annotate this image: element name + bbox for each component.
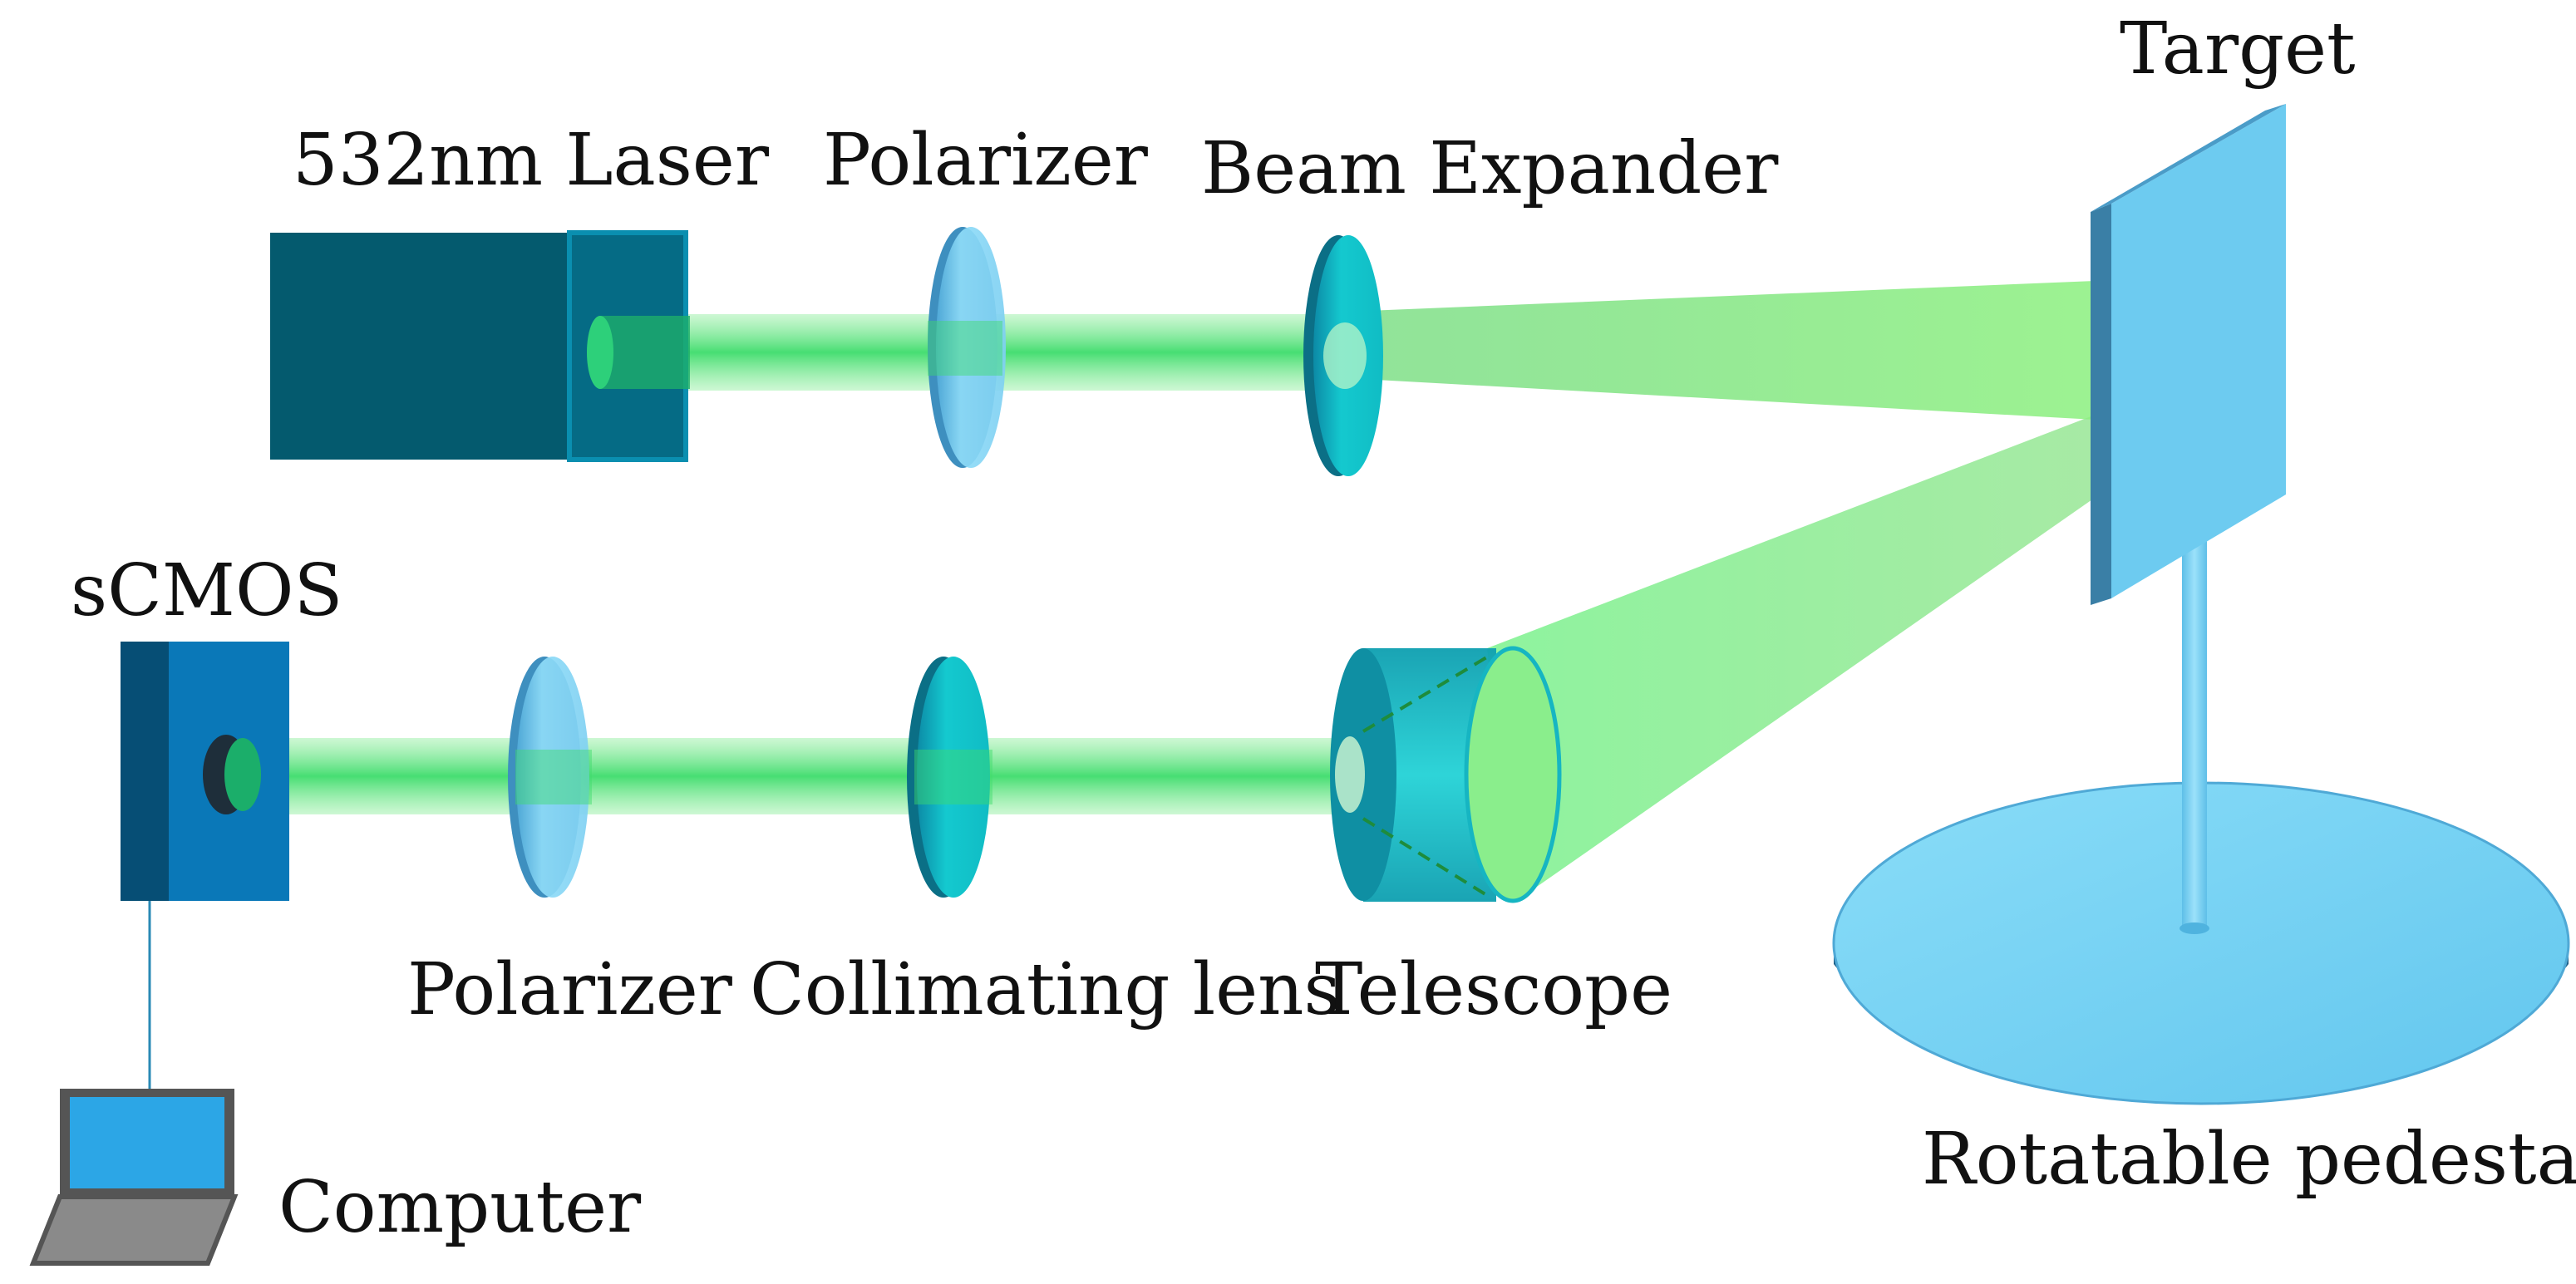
- label-532nm-laser: 532nm Laser: [293, 119, 769, 202]
- polarizer-bottom: [508, 657, 592, 898]
- label-beam-expander: Beam Expander: [1201, 127, 1779, 210]
- laptop-screen: [70, 1097, 224, 1188]
- target-post: [2182, 499, 2207, 931]
- target-top: [2091, 104, 2286, 212]
- collimating-lens: [907, 657, 992, 898]
- target-face: [2111, 104, 2286, 598]
- label-computer: Computer: [278, 1166, 642, 1249]
- label-collimating-lens: Collimating lens: [750, 948, 1341, 1031]
- label-telescope: Telescope: [1315, 948, 1672, 1031]
- laser-aperture-end: [587, 316, 613, 389]
- target-plate: [2091, 104, 2286, 605]
- polarizer-top: [928, 227, 1006, 468]
- return-beam-cone: [1487, 416, 2111, 902]
- telescope-front: [1464, 646, 1562, 903]
- laser-body: [270, 233, 569, 460]
- label-rotatable-pedestal: Rotatable pedestal: [1922, 1118, 2576, 1201]
- label-target: Target: [2120, 7, 2356, 91]
- laser-532nm: [270, 230, 690, 462]
- label-polarizer-bottom: Polarizer: [407, 948, 732, 1031]
- detection-beam: [241, 738, 1380, 814]
- target-edge: [2091, 204, 2111, 605]
- laptop-base: [29, 1194, 239, 1266]
- laser-aperture: [598, 316, 690, 389]
- expanded-beam: [1347, 281, 2095, 420]
- label-scmos: sCMOS: [71, 549, 343, 632]
- label-polarizer-top: Polarizer: [823, 119, 1148, 202]
- beam-expander-lens: [1303, 235, 1383, 476]
- laptop-computer: [29, 1089, 239, 1266]
- scmos-camera: [121, 642, 289, 901]
- camera-back: [121, 642, 169, 901]
- target-post-foot: [2180, 922, 2209, 934]
- telescope: [1330, 646, 1562, 903]
